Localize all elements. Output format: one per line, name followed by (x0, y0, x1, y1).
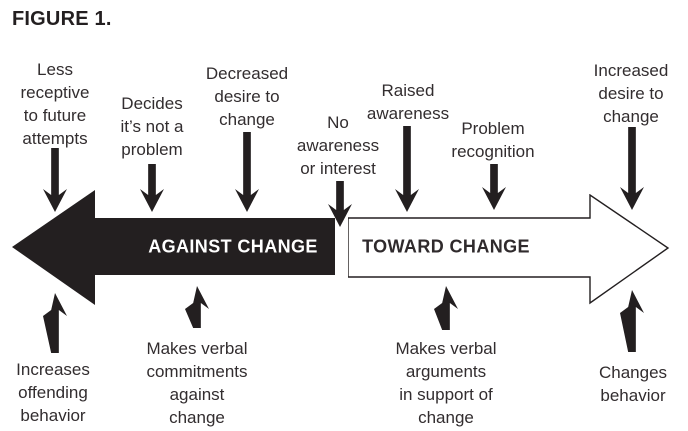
factor-label-increased-desire: Increased desire to change (593, 61, 669, 126)
toward-change-arrow (348, 194, 670, 305)
factor-label-less-receptive: Less receptive to future attempts (20, 60, 90, 148)
against-change-label: AGAINST CHANGE (148, 236, 318, 257)
factor-label-decreased-desire: Decreased desire to change (205, 64, 289, 129)
against-change-arrow (12, 190, 335, 305)
factor-label-verbal-commitments: Makes verbal commitments against change (146, 339, 248, 427)
factor-label-increases-offending: Increases offending behavior (16, 360, 90, 425)
factor-label-no-awareness: No awareness or interest (296, 113, 380, 178)
toward-change-label: TOWARD CHANGE (362, 236, 530, 257)
factor-label-problem-recognition: Problem recognition (451, 119, 535, 161)
factor-label-decides-not-problem: Decides it’s not a problem (120, 94, 184, 159)
factor-label-raised-awareness: Raised awareness (366, 81, 450, 123)
figure-title: FIGURE 1. (12, 8, 112, 30)
factor-label-verbal-arguments: Makes verbal arguments in support of cha… (395, 339, 497, 427)
factor-label-changes-behavior: Changes behavior (598, 363, 668, 405)
